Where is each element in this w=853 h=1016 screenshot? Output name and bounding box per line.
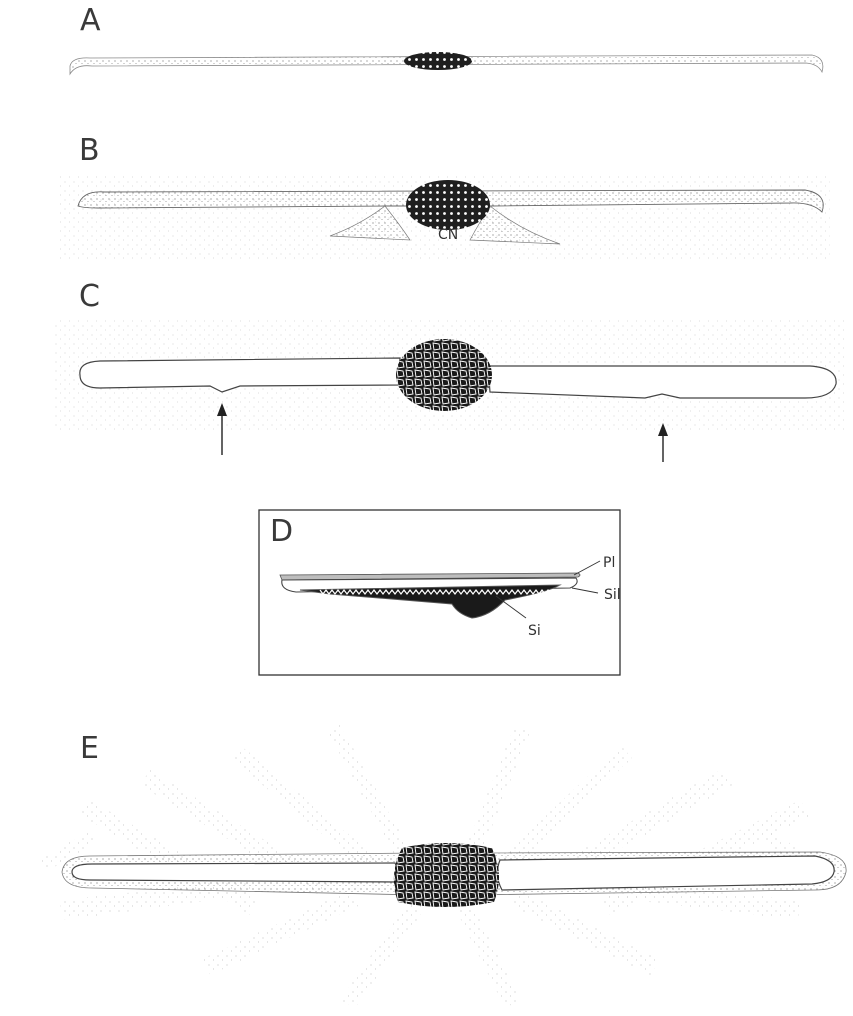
- panel-c-right-flap: [488, 366, 836, 398]
- panel-d-sil-label: Sil: [604, 587, 621, 603]
- panel-a: [70, 52, 823, 74]
- panel-d-label: D: [270, 517, 293, 547]
- panel-b-cn-label: CN: [438, 227, 458, 243]
- panel-a-label: A: [80, 6, 101, 36]
- panel-b-label: B: [79, 136, 100, 166]
- panel-e-central-node: [394, 843, 499, 907]
- panel-b-central-node: [406, 180, 490, 230]
- panel-c-central-node: [396, 339, 492, 411]
- panel-e: [40, 725, 846, 1008]
- panel-d-pl-label: Pl: [603, 555, 615, 571]
- panel-c: [55, 320, 845, 462]
- panel-e-left-flap: [72, 863, 398, 882]
- panel-c-label: C: [79, 282, 100, 312]
- panel-a-central-node: [404, 52, 472, 70]
- panel-d-si-label: Si: [528, 623, 541, 639]
- panel-e-right-flap: [497, 856, 834, 890]
- panel-b: CN: [60, 175, 830, 260]
- panel-d: Pl Sil Si: [259, 510, 621, 675]
- panel-e-label: E: [80, 734, 99, 764]
